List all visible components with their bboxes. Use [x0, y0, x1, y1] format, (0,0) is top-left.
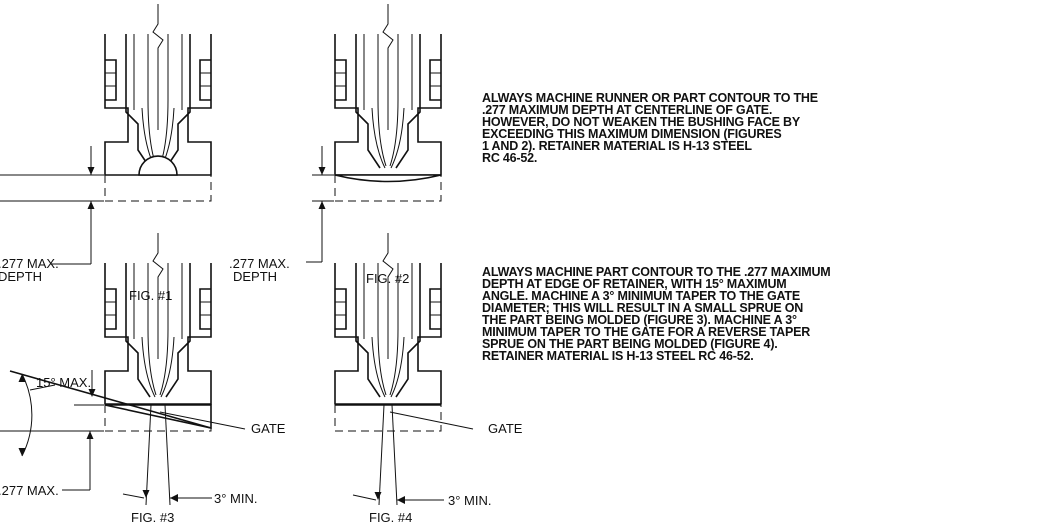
- fig3-label: FIG. #3: [131, 510, 174, 522]
- note-figures-1-2: ALWAYS MACHINE RUNNER OR PART CONTOUR TO…: [482, 91, 818, 165]
- fig4-taper-label: 3° MIN.: [448, 493, 491, 508]
- fig3-drawing: [0, 232, 246, 506]
- fig3-taper-label: 3° MIN.: [214, 491, 257, 506]
- fig2-dim-label-1: .277 MAX.: [229, 256, 290, 271]
- fig1-drawing: [0, 3, 212, 265]
- note-figures-3-4: ALWAYS MACHINE PART CONTOUR TO THE .277 …: [482, 265, 831, 363]
- fig4-label: FIG. #4: [369, 510, 412, 522]
- fig3-dim-label: .277 MAX.: [0, 483, 59, 498]
- fig3-gate-label: GATE: [251, 421, 286, 436]
- fig4-drawing: [334, 232, 474, 506]
- fig1-dim-label-1: .277 MAX.: [0, 256, 59, 271]
- fig4-gate-label: GATE: [488, 421, 523, 436]
- fig2-drawing: [306, 3, 442, 263]
- fig1-label: FIG. #1: [129, 288, 172, 303]
- fig3-angle-label: 15° MAX.: [36, 375, 91, 390]
- fig1-dim-label-2: DEPTH: [0, 269, 42, 284]
- fig2-dim-label-2: DEPTH: [233, 269, 277, 284]
